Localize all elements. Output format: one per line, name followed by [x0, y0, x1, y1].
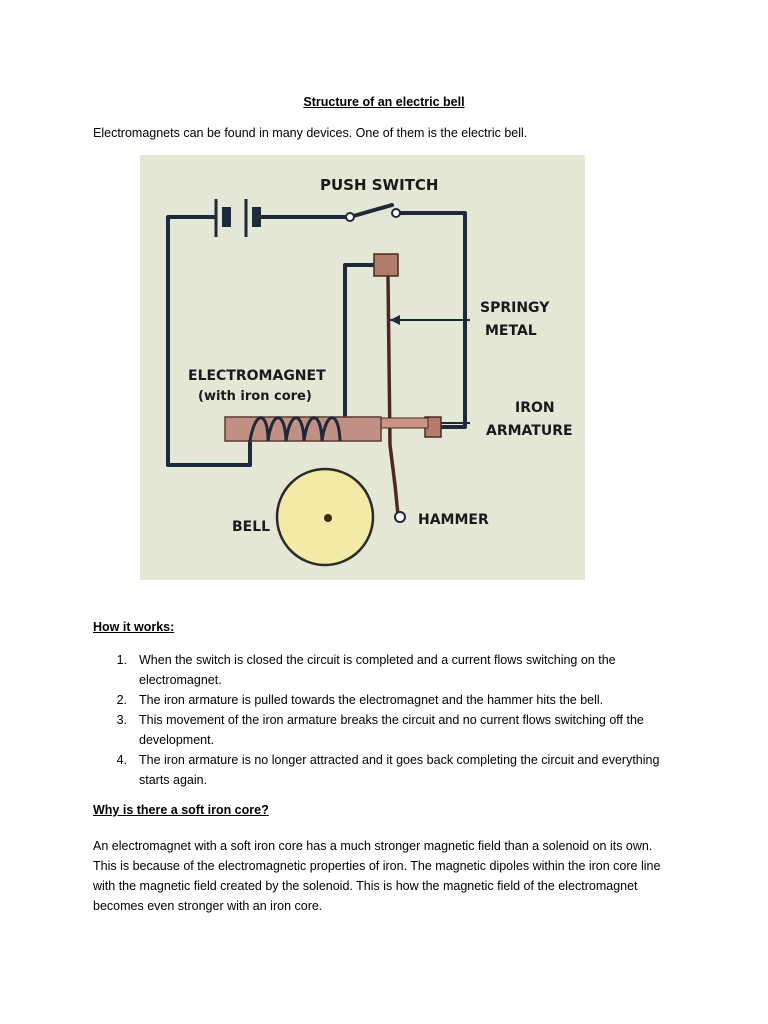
- list-text: The iron armature is no longer attracted…: [139, 753, 660, 787]
- coil: [248, 416, 342, 442]
- list-number: 2.: [116, 693, 127, 707]
- how-it-works-heading: How it works:: [93, 620, 175, 634]
- label-springy: SPRINGY: [480, 300, 550, 316]
- hammer-head: [394, 511, 406, 523]
- armature-bar: [379, 417, 429, 429]
- diagram-svg: PUSH SWITCH SPRINGY METAL ELECTROMAGNET …: [140, 155, 585, 580]
- label-armature: ARMATURE: [486, 423, 573, 439]
- label-hammer: HAMMER: [418, 512, 489, 528]
- wire-inner: [343, 263, 378, 419]
- list-item: 1. When the switch is closed the circuit…: [93, 650, 693, 690]
- list-item: 3. This movement of the iron armature br…: [93, 710, 693, 750]
- switch-contact-left: [345, 212, 355, 222]
- switch-contact-right: [391, 208, 401, 218]
- label-push-switch: PUSH SWITCH: [320, 176, 438, 194]
- list-item: 2. The iron armature is pulled towards t…: [93, 690, 693, 710]
- list-text: The iron armature is pulled towards the …: [139, 693, 604, 707]
- list-number: 3.: [116, 713, 127, 727]
- label-with-iron-core: (with iron core): [198, 389, 312, 404]
- battery-icon: [214, 199, 261, 237]
- list-number: 4.: [116, 753, 127, 767]
- list-text: This movement of the iron armature break…: [139, 713, 644, 747]
- list-number: 1.: [116, 653, 127, 667]
- switch-lever: [348, 203, 394, 219]
- label-metal: METAL: [485, 323, 537, 339]
- iron-core-heading: Why is there a soft iron core?: [93, 803, 269, 817]
- iron-core-paragraph: An electromagnet with a soft iron core h…: [93, 839, 661, 913]
- steps-list: 1. When the switch is closed the circuit…: [93, 650, 693, 790]
- intro-text: Electromagnets can be found in many devi…: [93, 126, 528, 140]
- electric-bell-diagram: PUSH SWITCH SPRINGY METAL ELECTROMAGNET …: [140, 155, 585, 580]
- label-electromagnet: ELECTROMAGNET: [188, 368, 326, 384]
- springy-metal-strip: [386, 275, 400, 516]
- list-text: When the switch is closed the circuit is…: [139, 653, 616, 687]
- label-bell: BELL: [232, 519, 270, 535]
- bell-center: [324, 514, 332, 522]
- list-item: 4. The iron armature is no longer attrac…: [93, 750, 693, 790]
- page-title: Structure of an electric bell: [303, 95, 465, 109]
- wire-left: [166, 215, 252, 467]
- label-iron: IRON: [515, 400, 555, 416]
- contact-block: [373, 253, 399, 277]
